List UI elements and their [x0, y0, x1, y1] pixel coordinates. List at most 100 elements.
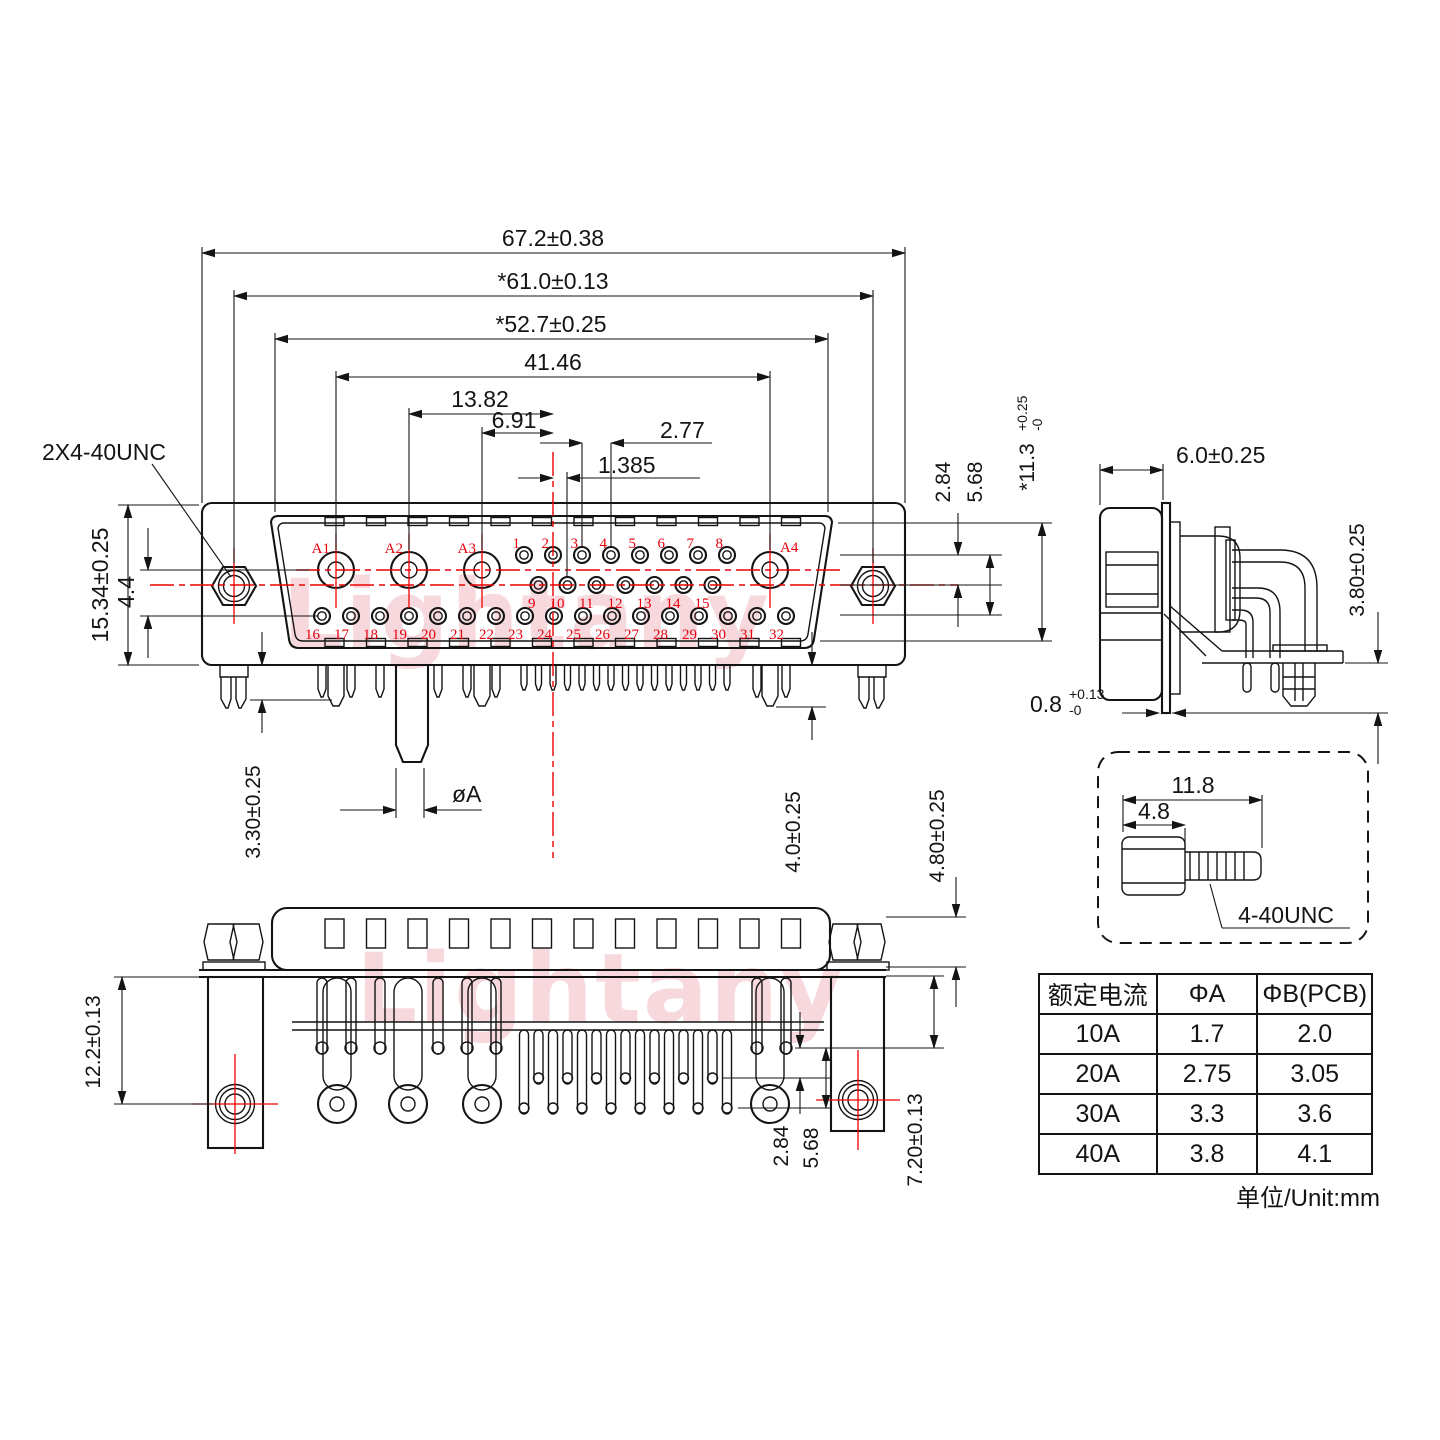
pin-label-row1: 6 [658, 536, 666, 552]
dim-screw-head: 4.80±0.25 [926, 789, 949, 882]
header-dia-a: ΦA [1155, 973, 1259, 1015]
watermark-text: Lightany [356, 933, 845, 1045]
dim-tail-right: 4.0±0.25 [782, 791, 805, 873]
dim-flange-height: 15.34±0.25 [87, 528, 113, 643]
face-slots [324, 516, 802, 648]
pin-label-row3: 16 [305, 627, 321, 643]
side-view: 6.0±0.25 3.80±0.25 0.8 +0.13 -0 [1030, 442, 1388, 764]
pin-label-row3: 27 [624, 627, 640, 643]
pin-label-row2: 14 [666, 596, 682, 612]
d-face-outer [269, 514, 834, 650]
dim-a3-center: 6.91 [492, 407, 537, 433]
dim-a-to-row3: 4.4 [113, 576, 139, 608]
thread-label: 4-40UNC [1238, 902, 1334, 928]
dim-face-width: *52.7±0.25 [495, 311, 606, 337]
thumbscrew-drawing [1121, 836, 1262, 896]
solder-tail-comb [317, 665, 791, 698]
coax-pin-long [394, 665, 430, 764]
mount-plate-edge [1160, 501, 1172, 715]
pin-label-row1: 5 [629, 536, 637, 552]
pin-label-row3: 26 [595, 627, 611, 643]
table-row: 30A 3.3 3.6 [1038, 1093, 1373, 1135]
pin-label-row3: 32 [769, 627, 784, 643]
shell-profile [1169, 521, 1241, 695]
dim-hole-offset: 7.20±0.13 [904, 1093, 927, 1186]
pin-label-row1: 7 [687, 536, 695, 552]
dim-row-gap1: 2.84 [770, 1125, 793, 1166]
bottom-view: 12.2±0.13 4.80±0.25 7.20±0.13 2.84 5.68 [82, 789, 966, 1187]
dim-pin-dia: øA [452, 781, 482, 807]
pin-label-row2: 10 [550, 596, 565, 612]
pin-label-row3: 19 [392, 627, 407, 643]
solder-tails [219, 665, 887, 764]
pin-label-row3: 21 [450, 627, 465, 643]
pin-label-row3: 28 [653, 627, 668, 643]
pin-label-a2: A2 [385, 541, 403, 557]
screw-detail: 11.8 4.8 4-40UNC [1097, 751, 1369, 944]
dim-depth: 6.0±0.25 [1176, 442, 1265, 468]
pin-label-row3: 17 [334, 627, 350, 643]
jackscrew-profile [1100, 551, 1162, 641]
dim-a2-center: 13.82 [451, 386, 509, 412]
dim-pin-to-face: 3.80±0.25 [1346, 523, 1369, 616]
pin-label-row2: 13 [637, 596, 652, 612]
dim-face-height-group: *11.3 +0.25 -0 [1014, 395, 1045, 490]
pin-label-row1: 8 [716, 536, 724, 552]
dim-plate-tol-plus: +0.13 [1069, 686, 1105, 702]
pin-label-row3: 23 [508, 627, 523, 643]
pin-label-a4: A4 [780, 540, 799, 556]
dim-plate-thickness: 0.8 [1030, 691, 1062, 717]
dim-flange-width: 67.2±0.38 [502, 225, 604, 251]
screw-head-right [826, 923, 890, 971]
pin-label-row3: 24 [537, 627, 553, 643]
pin-label-row2: 11 [579, 596, 593, 612]
dim-tail-left: 3.30±0.25 [242, 765, 265, 858]
dim-face-height: *11.3 [1016, 443, 1039, 491]
pin-label-row2: 15 [695, 596, 710, 612]
pin-label-row3: 25 [566, 627, 581, 643]
dim-a1-a4: 41.46 [524, 349, 582, 375]
table-row: 20A 2.75 3.05 [1038, 1053, 1373, 1095]
front-dimensions: 67.2±0.38 *61.0±0.13 *52.7±0.25 41.46 13… [42, 225, 1052, 873]
pcb-pins [315, 977, 793, 1125]
detail-box [1097, 751, 1369, 944]
bracket-left [192, 975, 278, 1154]
thread-callout: 2X4-40UNC [42, 439, 166, 465]
pin-label-a3: A3 [458, 541, 476, 557]
bent-pins [1232, 549, 1318, 658]
pin-label-row2: 12 [608, 596, 623, 612]
table-header-row: 额定电流 ΦA ΦB(PCB) [1038, 973, 1373, 1015]
pin-label-row3: 18 [363, 627, 378, 643]
pin-label-row1: 4 [600, 536, 608, 552]
dim-plate-tol-minus: -0 [1069, 702, 1082, 718]
pin-label-row1: 3 [571, 536, 579, 552]
pin-label-row3: 20 [421, 627, 436, 643]
table-row: 10A 1.7 2.0 [1038, 1013, 1373, 1055]
pin-label-row2: 9 [528, 596, 536, 612]
dim-bracket-depth: 12.2±0.13 [82, 995, 105, 1088]
pin-label-row1: 1 [513, 536, 521, 552]
unit-note: 单位/Unit:mm [1236, 1185, 1380, 1212]
screw-head-left [202, 923, 266, 971]
pin-label-a1: A1 [312, 541, 330, 557]
pin-label-row3: 31 [740, 627, 755, 643]
pin-label-row3: 30 [711, 627, 726, 643]
shell-slots [324, 918, 802, 949]
header-rated-current: 额定电流 [1038, 973, 1158, 1015]
table-row: 40A 3.8 4.1 [1038, 1133, 1373, 1175]
header-dia-b: ΦB(PCB) [1256, 973, 1373, 1015]
dim-row1-row3: 5.68 [964, 462, 987, 503]
dim-row1-row2: 2.84 [932, 461, 955, 502]
dim-row-gap2: 5.68 [800, 1128, 823, 1169]
current-rating-table: 额定电流 ΦA ΦB(PCB) 10A 1.7 2.0 20A 2.75 3.0… [1038, 973, 1373, 1175]
pcb-pins-and-bush [1242, 662, 1316, 707]
dim-mount-width: *61.0±0.13 [497, 268, 608, 294]
pin-label-row3: 22 [479, 627, 494, 643]
dim-head-length: 4.8 [1138, 798, 1170, 824]
dim-pin-pitch: 2.77 [660, 417, 705, 443]
dim-face-height-tol-plus: +0.25 [1014, 395, 1030, 431]
dim-row-offset: 1.385 [598, 452, 656, 478]
pin-label-row3: 29 [682, 627, 697, 643]
